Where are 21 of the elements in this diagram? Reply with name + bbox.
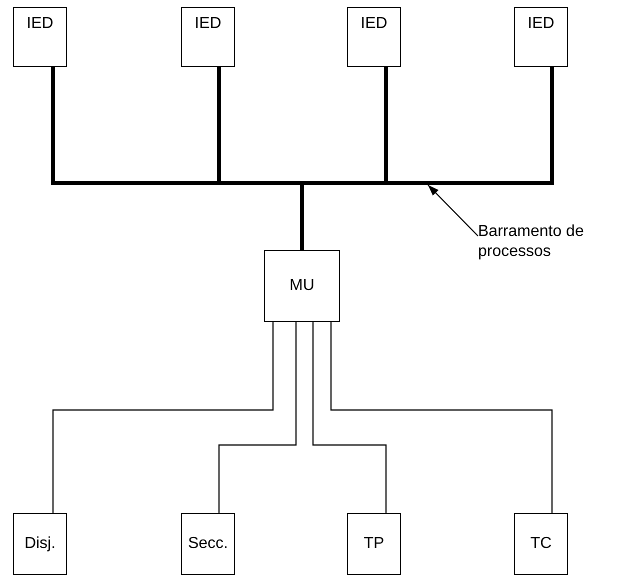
bus-label: Barramento de processos	[478, 222, 584, 262]
bus-line	[51, 67, 55, 181]
connector-line	[330, 322, 553, 513]
device-box: TP	[347, 513, 401, 575]
device-box: TC	[514, 513, 568, 575]
bus-line	[550, 67, 554, 181]
connector-line	[218, 322, 297, 513]
device-box: IED	[347, 7, 401, 67]
connector-line	[52, 322, 274, 513]
device-box: IED	[181, 7, 235, 67]
connector-line	[312, 322, 387, 513]
bus-line	[300, 185, 304, 250]
bus-bar	[51, 181, 554, 185]
bus-line	[384, 67, 388, 181]
device-box: IED	[13, 7, 67, 67]
device-box: MU	[264, 250, 340, 322]
device-box: Secc.	[181, 513, 235, 575]
device-box: Disj.	[13, 513, 67, 575]
leader-line	[428, 184, 478, 236]
device-box: IED	[514, 7, 568, 67]
bus-line	[217, 67, 221, 181]
